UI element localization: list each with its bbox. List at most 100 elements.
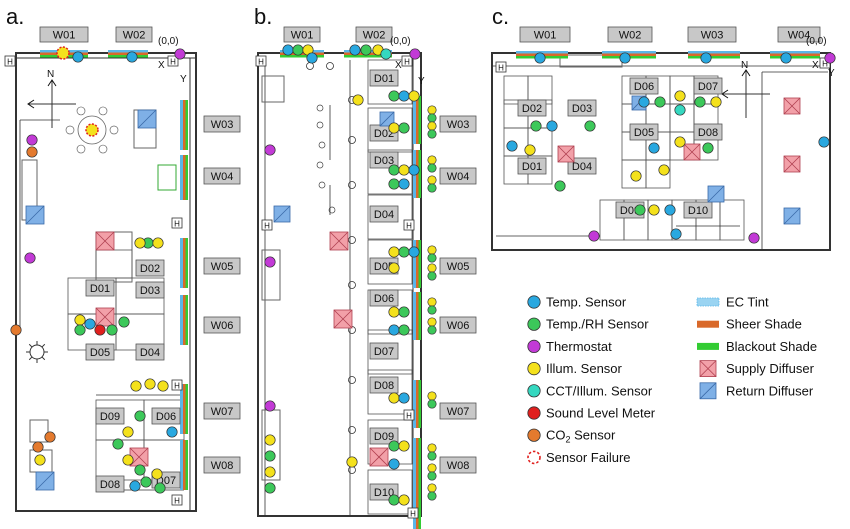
b-temp-rh-sensor (427, 325, 437, 335)
b-h-marker-5-box (403, 409, 415, 421)
b-temp-rh-sensor (427, 471, 437, 481)
b-cct-illum-sensor (380, 48, 392, 60)
b-temp-rh-sensor (427, 305, 437, 315)
b-thermostat (264, 256, 276, 268)
b-sensor (398, 440, 410, 452)
b-thermostat (264, 144, 276, 156)
b-sensor (388, 440, 400, 452)
a-temp-sensor (166, 426, 178, 438)
a-temp-sensor (126, 51, 138, 63)
b-desk-d07-box (369, 342, 399, 360)
a-co2-sensor (10, 324, 22, 336)
b-desk-d03-box (369, 151, 399, 169)
b-sensor (388, 90, 400, 102)
b-sensor (388, 246, 400, 258)
b-sensor (388, 458, 400, 470)
a-desk-d04-box (135, 343, 165, 361)
b-desk-d02: D02 (374, 128, 394, 140)
c-window-w01-box (519, 26, 571, 43)
a-temp-rh-sensor (74, 324, 86, 336)
c-north-label: N (741, 60, 748, 71)
a-sound-level-meter (94, 324, 106, 336)
b-window-w06-box (439, 316, 477, 334)
legend-illum-sensor-icon (527, 361, 541, 376)
b-window-w03: W03 (447, 119, 470, 131)
b-temp-sensor (349, 44, 361, 56)
c-axis-y: Y (828, 68, 835, 79)
a-desk-d05: D05 (90, 347, 110, 359)
c-desk-d02: D02 (522, 103, 542, 115)
b-illum-sensor (427, 245, 437, 255)
a-window-w05-box (203, 257, 241, 275)
a-h-marker-5-box (171, 494, 183, 506)
c-window-w02-box (607, 26, 653, 43)
b-temp-rh-sensor (427, 253, 437, 263)
c-temp-sensor (546, 120, 558, 132)
b-window-w08: W08 (447, 460, 470, 472)
legend-blackout-shade-icon (697, 342, 719, 350)
b-temp-rh-sensor (427, 163, 437, 173)
b-illum-sensor (427, 443, 437, 453)
a-temp-rh-sensor (134, 410, 146, 422)
b-desk-d09: D09 (374, 431, 394, 443)
c-desk-d05-box (629, 123, 659, 141)
b-thermostat (409, 48, 421, 60)
b-h-marker: H (404, 58, 410, 67)
a-window-w03: W03 (211, 119, 234, 131)
c-desk-d08: D08 (698, 127, 718, 139)
c-temp-rh-sensor (554, 180, 566, 192)
b-illum-sensor (427, 175, 437, 185)
c-window-w01: W01 (534, 30, 557, 42)
legend-sound-level-meter-icon (527, 406, 541, 420)
a-window-w03-box (203, 115, 241, 133)
b-sensor (408, 164, 420, 176)
c-illum-sensor (674, 136, 686, 148)
b-sensor (398, 324, 410, 336)
b-window-w07-box (439, 402, 477, 420)
a-window-w06: W06 (211, 320, 234, 332)
b-desk-d01: D01 (374, 73, 394, 85)
b-sensor (398, 164, 410, 176)
legend-sensor-failure: Sensor Failure (546, 450, 631, 465)
c-desk-d04-box (567, 157, 597, 175)
b-temp-rh-sensor (427, 451, 437, 461)
a-temp-rh-sensor (140, 476, 152, 488)
a-window-w08-box (203, 456, 241, 474)
c-temp-sensor (664, 204, 676, 216)
b-h-marker-5: H (406, 412, 412, 421)
b-sensor (398, 392, 410, 404)
c-window-w04-box (777, 26, 821, 43)
b-axis-y: Y (418, 76, 425, 87)
c-temp-sensor (648, 142, 660, 154)
b-sensor (388, 178, 400, 190)
c-window-w02: W02 (619, 30, 642, 42)
b-window-w03-box (439, 115, 477, 133)
legend-temp-sensor: Temp. Sensor (546, 295, 627, 310)
legend-thermostat: Thermostat (546, 339, 612, 354)
b-window-w05-box (439, 257, 477, 275)
legend-illum-sensor: Illum. Sensor (546, 361, 623, 376)
b-window-w06: W06 (447, 320, 470, 332)
c-desk-d07: D07 (698, 81, 718, 93)
b-temp-sensor (282, 44, 294, 56)
b-illum-sensor (352, 94, 364, 106)
legend-supply-diffuser-icon-cross (699, 360, 717, 377)
a-desk-d09-box (95, 407, 125, 425)
c-desk-d10: D10 (688, 205, 708, 217)
a-co2-sensor (44, 431, 56, 443)
b-sensor (388, 306, 400, 318)
a-desk-d06: D06 (156, 411, 176, 423)
a-window-w08: W08 (211, 460, 234, 472)
c-illum-sensor (658, 164, 670, 176)
legend-co-sensor-icon (527, 428, 541, 442)
b-temp-rh-sensor (264, 482, 276, 494)
a-illum-sensor (144, 378, 156, 390)
b-window-w08-box (439, 456, 477, 474)
c-desk-d02-box (517, 99, 547, 117)
c-temp-sensor (780, 52, 792, 64)
legend-return-diffuser-icon-slash (699, 382, 717, 400)
a-h-marker-3-box (171, 217, 183, 229)
a-illum-sensor (74, 314, 86, 326)
a-illum-sensor (134, 237, 146, 249)
b-temp-rh-sensor (264, 450, 276, 462)
